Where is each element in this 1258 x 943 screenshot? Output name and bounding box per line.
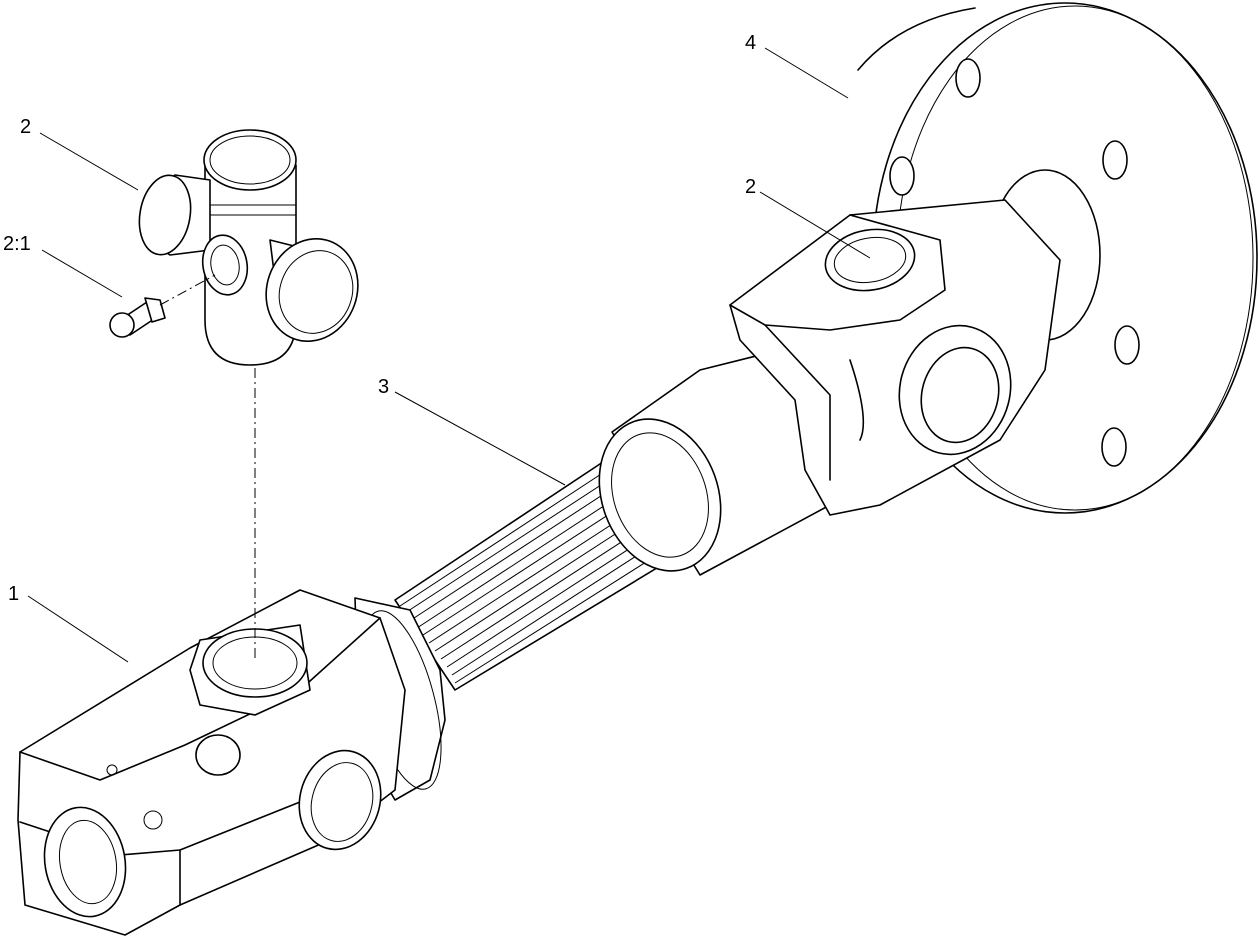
- right-yoke: [729, 199, 1061, 516]
- yoke-hole: [106, 764, 118, 776]
- bolt-hole: [1102, 140, 1128, 180]
- callout-label-2-cross: 2: [20, 116, 31, 138]
- callout-label-3: 3: [378, 376, 389, 398]
- left-yoke: [17, 589, 446, 936]
- universal-joint-cross: [138, 129, 359, 366]
- grease-fitting: [109, 297, 166, 338]
- bolt-hole: [1101, 427, 1127, 467]
- callout-label-1: 1: [8, 583, 19, 605]
- callout-leaders: [27, 47, 871, 663]
- bolt-hole: [955, 58, 981, 98]
- callout-label-2-1: 2:1: [3, 233, 31, 255]
- yoke-hole: [143, 810, 163, 830]
- bolt-hole: [889, 156, 915, 196]
- shaft-sleeve: [598, 339, 831, 576]
- callout-label-4: 4: [745, 32, 756, 54]
- callout-label-2-yoke: 2: [745, 176, 756, 198]
- bolt-hole: [1114, 325, 1140, 365]
